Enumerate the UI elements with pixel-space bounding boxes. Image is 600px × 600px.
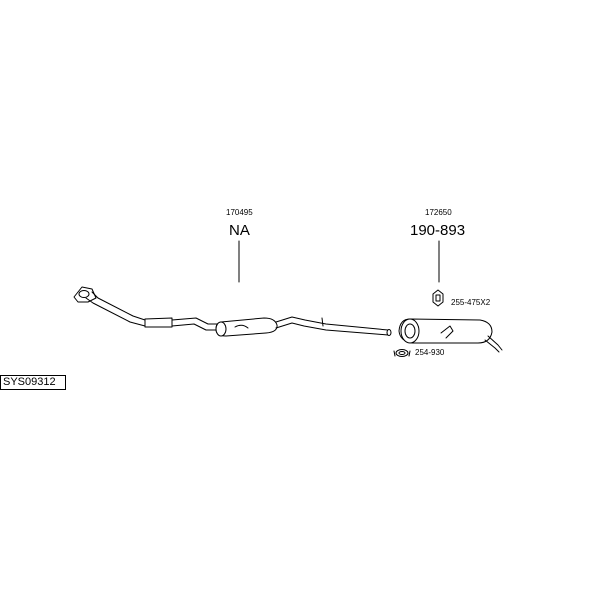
part-small-code-2: 172650: [425, 208, 452, 217]
front-flange-shape: [73, 286, 97, 303]
front-pipe-shape: [85, 291, 223, 331]
nut-fitting-shape: [432, 289, 444, 307]
part-number-1: NA: [229, 222, 250, 239]
fitting-label-2: 254-930: [415, 348, 445, 357]
rear-silencer-shape: [398, 318, 503, 353]
clamp-fitting-shape: [393, 349, 411, 357]
fitting-label-1: 255-475X2: [451, 298, 491, 307]
intermediate-pipe-shape: [275, 316, 392, 336]
centre-silencer-shape: [215, 317, 278, 337]
part-number-2: 190-893: [410, 222, 466, 239]
part-small-code-1: 170495: [226, 208, 253, 217]
system-code-box: SYS09312: [0, 375, 66, 390]
